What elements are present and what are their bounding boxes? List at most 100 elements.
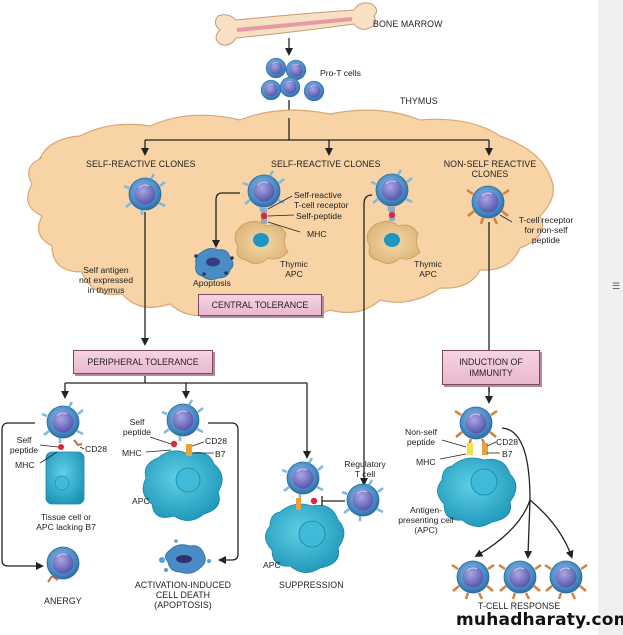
aicd-apoptotic-cell-icon	[159, 539, 211, 574]
label-thymic-apc-1: Thymic APC	[276, 259, 312, 279]
label-t-cell-response: T-CELL RESPONSE	[478, 601, 561, 611]
label-self-peptide: Self-peptide	[296, 211, 342, 221]
self-peptide-dot	[260, 212, 268, 220]
label-apc-line2: presenting cell	[398, 515, 454, 525]
apoptosis-cell-icon	[194, 248, 234, 280]
watermark: muhadharaty.com	[456, 610, 623, 630]
label-apc-line3: (APC)	[414, 525, 438, 535]
label-pro-t-cells: Pro-T cells	[320, 68, 361, 78]
label-non-self-line1: Non-self	[405, 427, 437, 437]
label-self-antigen-line2: not expressed	[79, 275, 133, 285]
tcell-anergy	[46, 546, 80, 580]
label-aicd-line3: (APOPTOSIS)	[154, 600, 212, 610]
label-self-reactive-receptor: Self-reactive T-cell receptor	[294, 190, 348, 210]
label-self-antigen-line3: in thymus	[87, 285, 125, 295]
label-immunity-cd28: CD28	[496, 437, 518, 447]
heading-non-self-reactive: NON-SELF REACTIVE CLONES	[438, 159, 542, 179]
label-aicd-self-line2: peptide	[122, 427, 152, 437]
heading-non-self-line1: NON-SELF REACTIVE	[443, 159, 537, 169]
label-aicd-apc: APC	[132, 496, 150, 506]
pro-t-cells-cluster	[260, 57, 325, 102]
tissue-cell	[45, 451, 85, 505]
tcell-anergy-top	[42, 402, 83, 443]
label-immunity-mhc: MHC	[416, 457, 436, 467]
label-non-self-receptor: T-cell receptor for non-self peptide	[512, 215, 580, 245]
non-self-peptide-marker	[467, 443, 473, 455]
label-nsr-line2: for non-self	[524, 225, 568, 235]
label-non-self-peptide: Non-self peptide	[398, 427, 444, 447]
responding-tcell-2	[499, 561, 541, 599]
label-aicd-cd28: CD28	[205, 436, 227, 446]
label-srr-line2: T-cell receptor	[294, 200, 349, 210]
label-aicd-self-peptide: Self peptide	[118, 417, 156, 437]
side-panel-strip	[598, 0, 623, 635]
menu-icon[interactable]: ☰	[612, 282, 621, 292]
leader-lines-middle	[267, 195, 301, 233]
label-nsr-line1: T-cell receptor	[518, 215, 574, 225]
label-mhc-thymus: MHC	[307, 229, 327, 239]
label-aicd-self-line1: Self	[129, 417, 145, 427]
leader-lines-aicd	[145, 436, 214, 454]
thymic-apc-2	[366, 221, 421, 264]
label-srr-line1: Self-reactive	[294, 190, 342, 200]
label-anergy: ANERGY	[44, 596, 82, 606]
cd28-b7-aicd	[186, 444, 192, 456]
cd28-anergic	[47, 575, 59, 583]
responding-tcell-1	[452, 561, 494, 599]
arrow-to-anergy	[1, 422, 44, 570]
regulatory-tcell	[342, 480, 383, 521]
label-tissue-cell-line1: Tissue cell or	[40, 512, 92, 522]
cd28-b7-suppression	[296, 498, 301, 510]
self-peptide-dot-2	[389, 212, 395, 218]
central-tolerance-box: CENTRAL TOLERANCE	[198, 294, 322, 316]
label-self-antigen-line1: Self antigen	[83, 265, 129, 275]
label-immunity-b7: B7	[502, 449, 513, 459]
label-thymic-apc-2-line1: Thymic	[414, 259, 442, 269]
label-self-antigen: Self antigen not expressed in thymus	[74, 265, 138, 295]
label-tissue-cell-line2: APC lacking B7	[36, 522, 96, 532]
induction-line1: INDUCTION OF	[459, 356, 523, 367]
self-peptide-dot-aicd	[170, 440, 178, 448]
label-regulatory-t-cell: Regulatory T cell	[340, 459, 390, 479]
label-antigen-presenting-cell: Antigen- presenting cell (APC)	[390, 505, 462, 535]
peripheral-branch-arrows	[61, 374, 311, 459]
label-suppression-apc: APC	[263, 560, 281, 570]
cd28-anergy	[73, 439, 83, 447]
thymus-shape	[27, 109, 554, 318]
t-cell-response-arrows	[474, 427, 574, 559]
leader-lines-immunity	[439, 439, 500, 460]
self-peptide-dot-suppression	[310, 497, 318, 505]
inhibition-line	[321, 496, 345, 506]
label-anergy-self-line2: peptide	[9, 445, 39, 455]
label-suppression: SUPPRESSION	[279, 580, 344, 590]
thymus-branch-arrows	[141, 118, 493, 156]
leader-lines-anergy	[39, 444, 85, 464]
arrow-to-apoptosis	[212, 192, 240, 248]
label-regulatory-line2: T cell	[354, 469, 376, 479]
label-nsr-line3: peptide	[531, 235, 561, 245]
tcell-immunity	[455, 407, 497, 445]
label-aicd-line2: CELL DEATH	[155, 590, 211, 600]
label-anergy-self-line1: Self	[16, 435, 32, 445]
label-anergy-self-peptide: Self peptide	[4, 435, 44, 455]
thymic-apc-1	[234, 221, 289, 264]
label-thymic-apc-2: Thymic APC	[410, 259, 446, 279]
tcell-aicd	[162, 400, 203, 441]
suppression-apc	[265, 503, 345, 573]
cd28-b7-immunity	[482, 443, 488, 455]
label-thymic-apc-1-line1: Thymic	[280, 259, 308, 269]
heading-self-reactive-left: SELF-REACTIVE CLONES	[86, 159, 196, 169]
label-non-self-line2: peptide	[406, 437, 436, 447]
arrow-to-regulatory	[360, 194, 373, 486]
peripheral-tolerance-box: PERIPHERAL TOLERANCE	[73, 350, 213, 374]
label-thymus: THYMUS	[400, 96, 438, 106]
label-aicd: ACTIVATION-INDUCED CELL DEATH (APOPTOSIS…	[128, 580, 238, 610]
label-aicd-mhc: MHC	[122, 448, 142, 458]
label-anergy-cd28: CD28	[85, 444, 107, 454]
label-aicd-line1: ACTIVATION-INDUCED	[134, 580, 232, 590]
induction-line2: IMMUNITY	[469, 367, 513, 378]
immunity-apc	[437, 457, 517, 527]
heading-non-self-line2: CLONES	[471, 169, 509, 179]
self-peptide-dot-anergy	[58, 444, 64, 450]
